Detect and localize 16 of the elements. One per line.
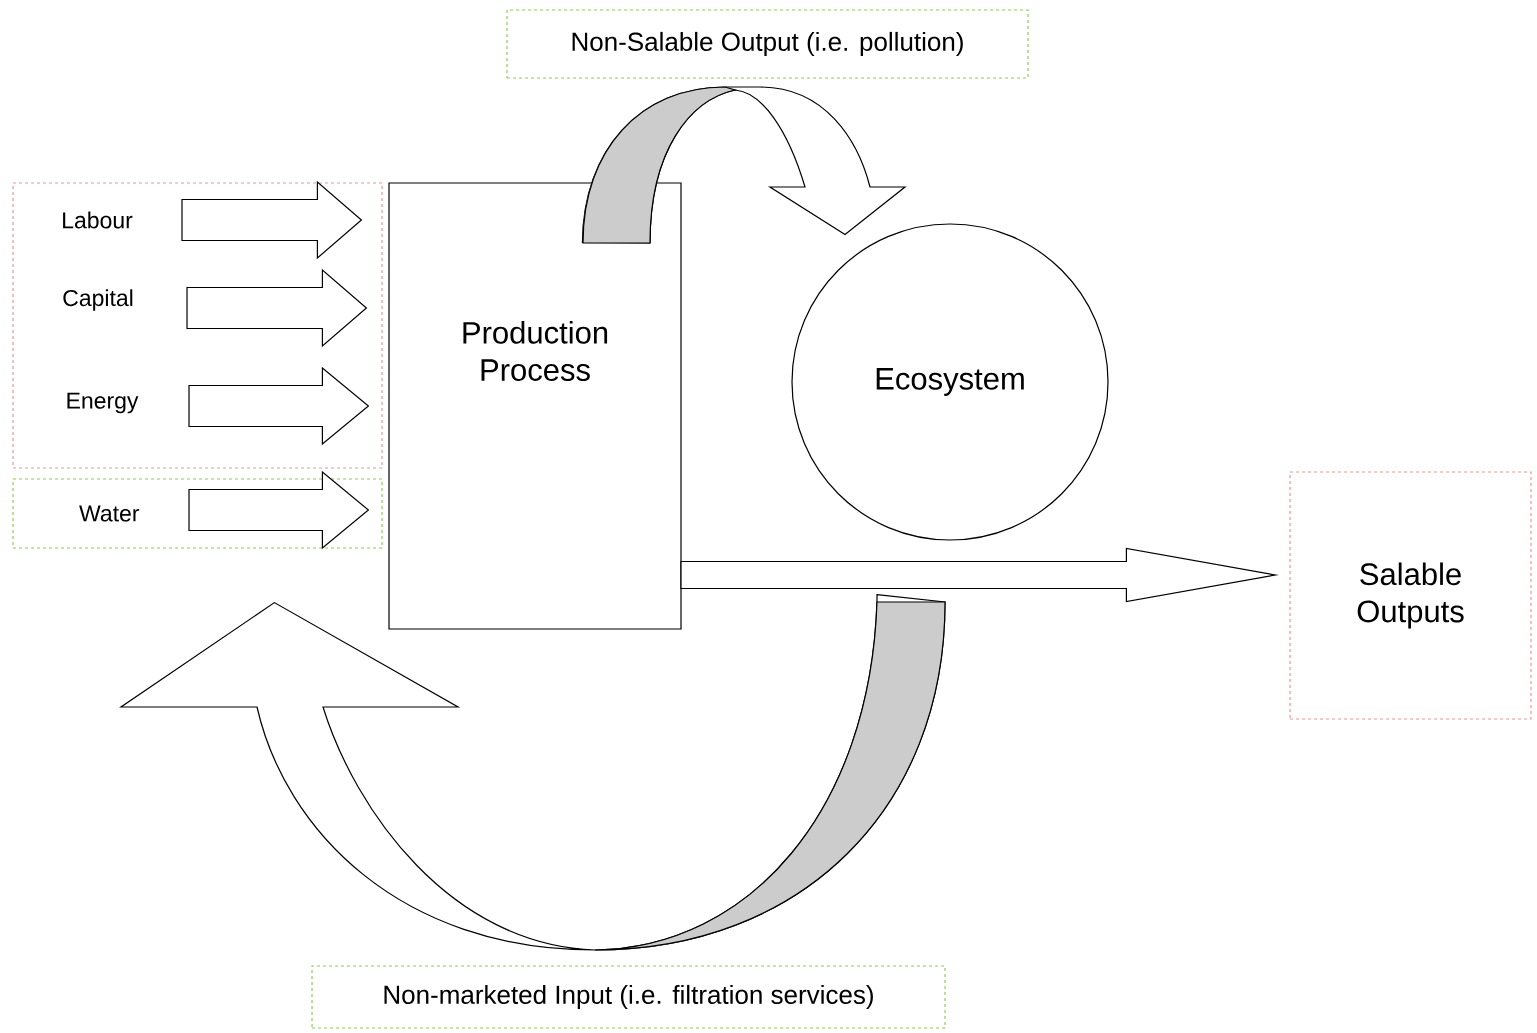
block-arrow xyxy=(680,547,1279,603)
process-box: Production Process xyxy=(388,182,682,630)
curved-arrow xyxy=(120,594,946,951)
input-label: Capital xyxy=(63,289,133,311)
input-label: Labour xyxy=(63,211,133,229)
dashed-label-box: Salable Outputs xyxy=(1289,471,1532,720)
dashed-label-box: Water xyxy=(12,478,383,549)
dashed-group-box xyxy=(12,182,383,469)
dashed-label-box: Non-Salable Output (i.e. pollution) xyxy=(506,9,1029,79)
block-arrow xyxy=(188,366,370,446)
dashed-label-box: Non-marketed Input (i.e. filtration services) xyxy=(311,965,946,1029)
curved-arrow xyxy=(581,86,906,244)
block-arrow xyxy=(181,180,363,260)
block-arrow xyxy=(188,470,370,550)
input-label: Energy xyxy=(67,392,139,414)
block-arrow xyxy=(186,268,368,348)
